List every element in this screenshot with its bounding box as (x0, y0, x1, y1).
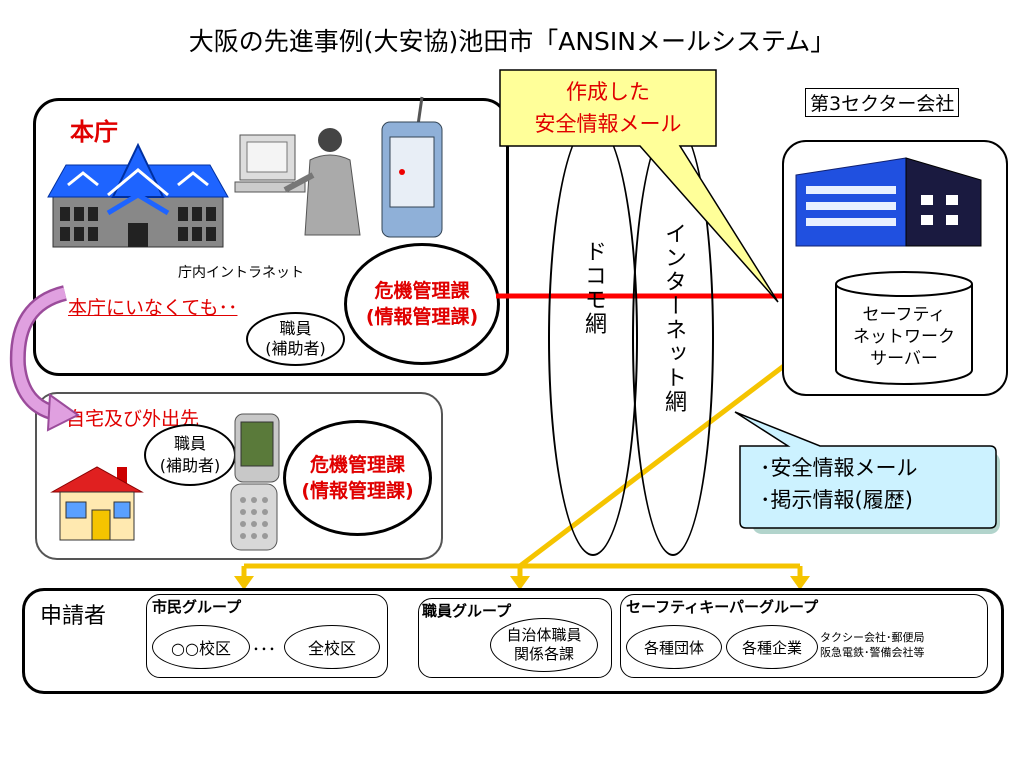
citizen-school-district-ellipse: ○○校区 (152, 625, 250, 669)
citizen-group-label: 市民グループ (152, 598, 242, 616)
crisis-management-ellipse-home: 危機管理課 (情報管理課) (283, 420, 432, 536)
keeper-companies-line1: タクシー会社･郵便局 (820, 631, 925, 644)
house-icon (50, 466, 144, 541)
keeper-org-label: 各種団体 (643, 638, 704, 657)
keeper-companies-line2: 阪急電鉄･警備会社等 (820, 646, 925, 659)
crisis-label-1: 危機管理課 (374, 280, 470, 302)
applicants-label: 申請者 (40, 604, 107, 629)
server-label-1: セーフティ (862, 305, 946, 325)
home-crisis-label-2: (情報管理課) (301, 480, 414, 502)
office-building-icon (47, 142, 229, 248)
staff-ellipse-office: 職員 (補助者) (246, 312, 345, 366)
staff-group-line1: 自治体職員 (506, 626, 582, 644)
callout-right-text: ･安全情報メール ･掲示情報(履歴) (760, 452, 918, 516)
yellow-arrow-head-citizen (234, 576, 254, 590)
third-sector-label: 第3セクター会社 (805, 88, 960, 117)
citizen-dots: ･･･ (252, 640, 277, 659)
home-crisis-label-1: 危機管理課 (309, 454, 405, 476)
server-label-2: ネットワーク (853, 327, 955, 347)
keeper-company-ellipse: 各種企業 (726, 625, 818, 669)
pda-device-icon (381, 96, 443, 238)
citizen-all-districts-ellipse: 全校区 (284, 625, 380, 669)
intranet-label: 庁内イントラネット (178, 265, 304, 281)
staff-group-line2: 関係各課 (513, 645, 574, 663)
keeper-org-ellipse: 各種団体 (626, 625, 722, 669)
home-staff-label-1: 職員 (173, 434, 206, 453)
away-label: 本庁にいなくても･･ (68, 297, 238, 319)
page-title: 大阪の先進事例(大安協)池田市「ANSINメールシステム」 (188, 27, 836, 56)
person-computer-icon (234, 128, 361, 236)
docomo-network-label: ドコモ網 (581, 240, 606, 336)
callout-right-line2: ･掲示情報(履歴) (760, 488, 913, 512)
purple-curved-arrow-icon (9, 285, 80, 432)
server-label: セーフティ ネットワーク サーバー (834, 304, 974, 370)
callout-top-line1: 作成した (566, 80, 650, 104)
home-label: 自宅及び外出先 (66, 408, 200, 430)
keeper-group-label: セーフティキーパーグループ (626, 598, 819, 616)
citizen-school-district-label: ○○校区 (171, 639, 231, 658)
callout-right-line1: ･安全情報メール (760, 456, 918, 480)
citizen-all-districts-label: 全校区 (307, 639, 356, 658)
keeper-companies-list: タクシー会社･郵便局 阪急電鉄･警備会社等 (820, 630, 925, 660)
server-database-icon (835, 271, 973, 385)
yellow-arrow-head-keeper (790, 576, 810, 590)
home-staff-label-2: (補助者) (159, 456, 221, 475)
server-label-3: サーバー (870, 349, 938, 369)
staff-label-1: 職員 (279, 319, 312, 338)
internet-network-label: インターネット網 (661, 222, 686, 414)
staff-group-label: 職員グループ (422, 602, 512, 620)
internet-network-ellipse: インターネット網 (632, 120, 714, 556)
yellow-arrow-head-staff (510, 576, 530, 590)
crisis-management-ellipse-office: 危機管理課 (情報管理課) (344, 243, 500, 365)
staff-group-ellipse: 自治体職員 関係各課 (490, 618, 598, 672)
mobile-phone-icon (230, 413, 280, 551)
honcho-label: 本庁 (70, 118, 118, 146)
callout-top-line2: 安全情報メール (534, 112, 682, 136)
callout-top-text: 作成した 安全情報メール (500, 76, 716, 140)
crisis-label-2: (情報管理課) (365, 306, 479, 328)
staff-label-2: (補助者) (265, 339, 326, 358)
keeper-company-label: 各種企業 (741, 638, 802, 657)
company-building-icon (795, 157, 982, 247)
